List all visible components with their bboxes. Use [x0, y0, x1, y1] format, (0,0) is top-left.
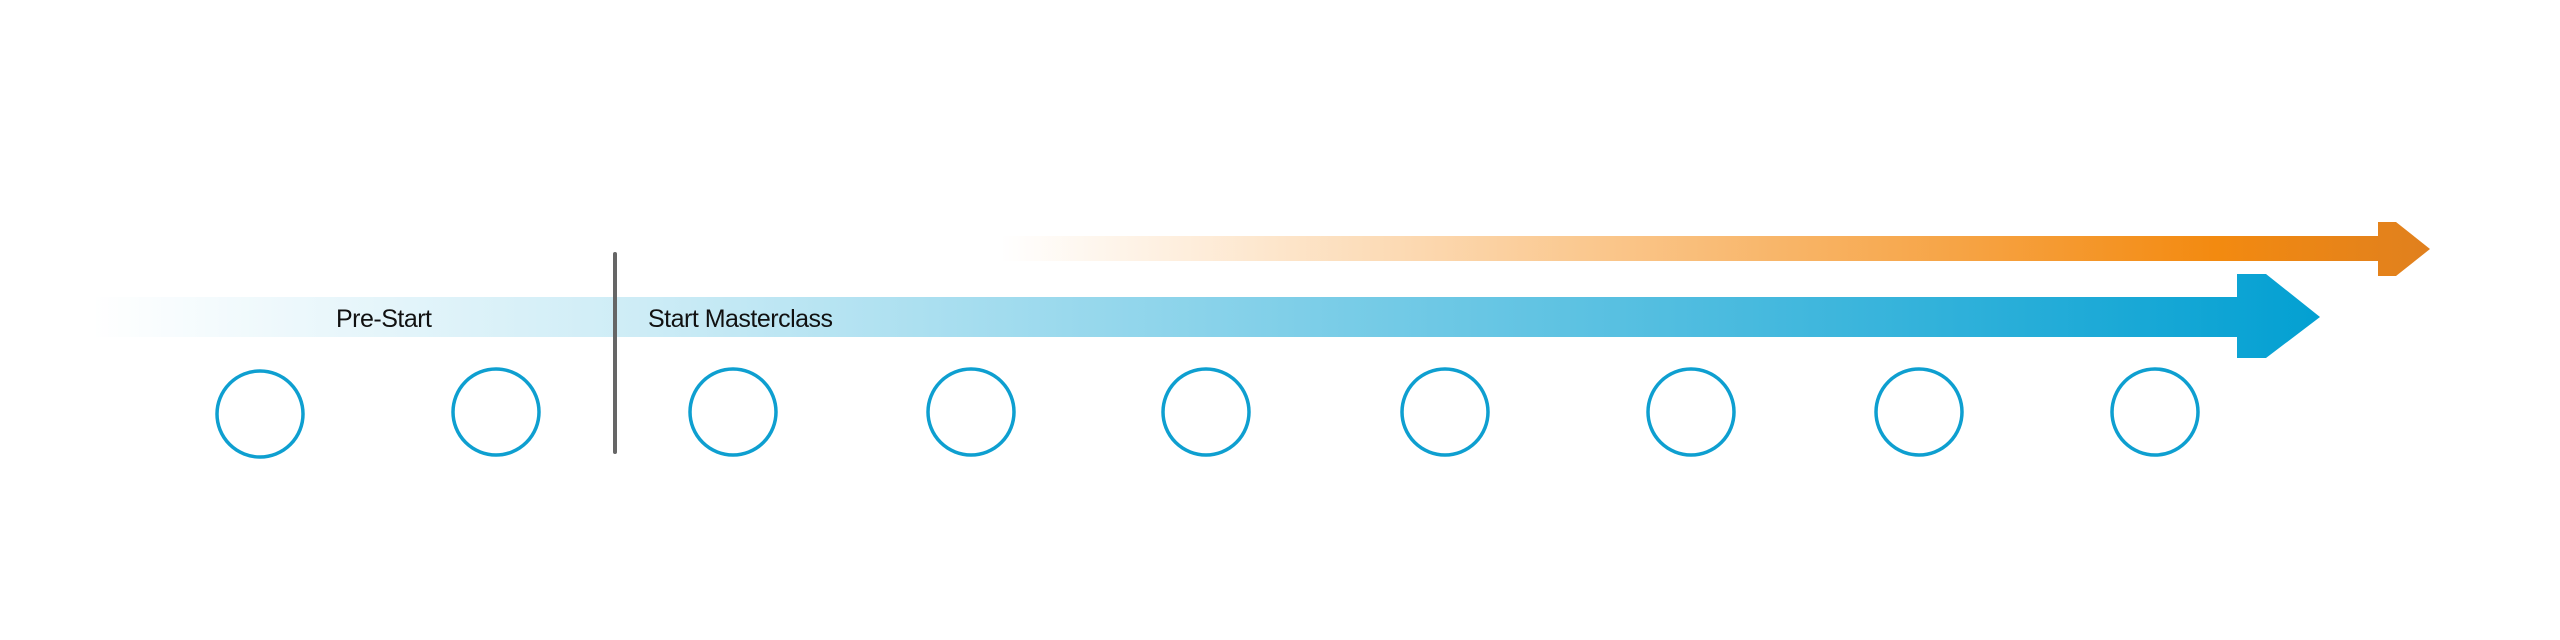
milestone-circle [688, 367, 778, 457]
milestone-circle [1646, 367, 1736, 457]
phase-divider [613, 252, 617, 454]
start-masterclass-label: Start Masterclass [648, 305, 833, 333]
milestone-circle [1400, 367, 1490, 457]
milestone-circle [926, 367, 1016, 457]
milestone-circle [1161, 367, 1251, 457]
milestone-circle [451, 367, 541, 457]
milestone-circle [1874, 367, 1964, 457]
pre-start-label: Pre-Start [336, 305, 432, 333]
milestone-circle [215, 369, 305, 459]
main-timeline-arrow [90, 274, 2320, 358]
milestone-circle [2110, 367, 2200, 457]
secondary-arrow [1000, 222, 2430, 276]
